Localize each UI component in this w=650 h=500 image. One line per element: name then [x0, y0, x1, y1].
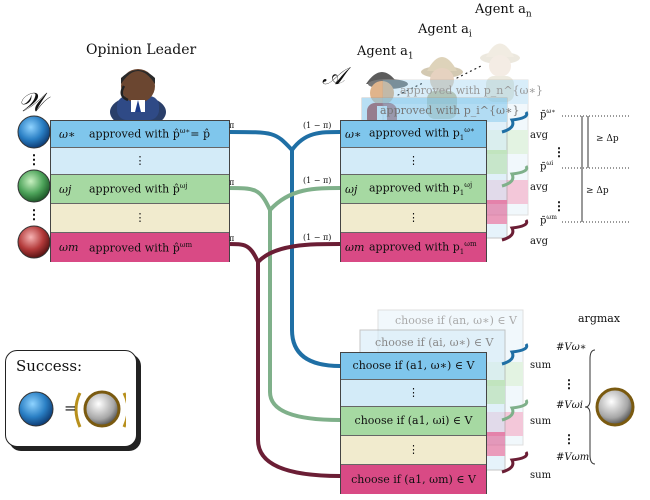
agent-row-m: ωm approved with p1ωm [341, 233, 486, 262]
p-bar-m: p̄ωm [540, 214, 557, 227]
choice-row-m: choose if (a1, ωm) ∈ V [341, 465, 486, 494]
avg-label-i: avg [530, 182, 549, 193]
trophy-globe-icon [595, 387, 635, 427]
delta-label-upper: ≥ Δp [596, 134, 619, 144]
count-label-m: #Vωm [556, 452, 590, 463]
choice-row-star: choose if (a1, ω∗) ∈ V [341, 353, 486, 380]
flow-maroon-down [256, 262, 341, 478]
choice-row-ellipsis-1: ⋮ [341, 380, 486, 407]
agent-ai-ghost-row: approved with p_i^{ω∗} [380, 104, 520, 117]
flow-maroon-top [227, 242, 341, 266]
one-minus-pi-label-star: (1 − π) [303, 121, 332, 130]
svg-text:⋮: ⋮ [28, 208, 41, 223]
choice-row-ellipsis-2: ⋮ [341, 436, 486, 465]
pi-label-j: π [229, 178, 235, 187]
flows [227, 130, 341, 478]
choice-an-ghost-row: choose if (an, ω∗) ∈ V [395, 314, 517, 327]
world-row-j: ωj approved with p̂ωj [51, 175, 229, 204]
count-label-star: #Vω∗ [556, 342, 587, 353]
world-row-ellipsis-1: ⋮ [51, 148, 229, 175]
success-trophy-icon [83, 390, 121, 428]
argmax-label: argmax [578, 312, 621, 325]
flow-blue-down [290, 150, 341, 368]
choice-a1-table: choose if (a1, ω∗) ∈ V ⋮ choose if (a1, … [340, 352, 487, 494]
avg-label-m: avg [530, 236, 549, 247]
world-row-star: ω∗ approved with p̂ω∗= p̂ [51, 121, 229, 148]
agent-a1-label: Agent a1 [357, 44, 414, 62]
flow-blue-top [227, 130, 341, 154]
svg-text:⋮: ⋮ [563, 377, 575, 391]
count-label-i: #Vωi [556, 400, 583, 411]
avg-brace-star [501, 111, 529, 134]
aggregation-marks: ⋮ ⋮ ⋮ ⋮ [501, 111, 635, 474]
agent-row-ellipsis-2: ⋮ [341, 204, 486, 233]
pi-label-star: π [229, 121, 235, 130]
world-globes: ⋮ ⋮ [17, 115, 51, 259]
world-row-ellipsis-2: ⋮ [51, 204, 229, 233]
one-minus-pi-label-j: (1 − π) [303, 176, 332, 185]
agent-row-star: ω∗ approved with p1ω∗ [341, 121, 486, 148]
agent-an-ghost-row: approved with p_n^{ω∗} [400, 84, 544, 97]
one-minus-pi-label-m: (1 − π) [303, 233, 332, 242]
p-bar-star: p̄ω∗ [540, 108, 556, 121]
p-bar-i: p̄ωi [540, 160, 554, 173]
success-equals: = [64, 399, 77, 417]
flow-green-top [227, 186, 341, 214]
globe-star-icon [17, 115, 51, 149]
pi-label-m: π [229, 234, 235, 243]
agent-set-label: 𝒜 [322, 62, 345, 90]
world-row-m: ωm approved with p̂ωm [51, 233, 229, 262]
agent-row-j: ωj approved with p1ωj [341, 175, 486, 204]
success-equation [18, 390, 126, 428]
agent-an-avatar [480, 43, 520, 102]
success-label: Success: [16, 357, 83, 375]
sum-brace-i [501, 399, 529, 422]
opinion-leader-label: Opinion Leader [86, 42, 197, 58]
sum-brace-star [501, 343, 529, 366]
world-table: ω∗ approved with p̂ω∗= p̂ ⋮ ωj approved … [50, 120, 230, 262]
avg-label-star: avg [530, 130, 549, 141]
agent-row-ellipsis-1: ⋮ [341, 148, 486, 175]
agent-a1-table: ω∗ approved with p1ω∗ ⋮ ωj approved with… [340, 120, 487, 262]
agent-an-label: Agent an [475, 2, 532, 20]
choice-ai-ghost-row: choose if (ai, ω∗) ∈ V [375, 336, 494, 349]
avg-brace-i [501, 165, 529, 188]
sum-label-i: sum [530, 416, 552, 427]
avg-brace-m [501, 219, 529, 242]
choice-row-i: choose if (a1, ωi) ∈ V [341, 407, 486, 436]
world-set-label: 𝒲 [18, 88, 46, 118]
svg-text:⋮: ⋮ [28, 153, 41, 168]
svg-text:⋮: ⋮ [553, 199, 565, 213]
globe-j-icon [17, 169, 51, 203]
svg-text:⋮: ⋮ [553, 145, 565, 159]
globe-m-icon [17, 225, 51, 259]
success-globe-icon [18, 391, 54, 427]
sum-label-star: sum [530, 360, 552, 371]
delta-label-lower: ≥ Δp [586, 186, 609, 196]
flow-green-down [268, 210, 341, 422]
agent-ai-label: Agent ai [418, 22, 472, 40]
svg-text:⋮: ⋮ [563, 432, 575, 446]
sum-brace-m [501, 451, 529, 474]
success-box: Success: = [5, 350, 137, 447]
sum-label-m: sum [530, 470, 552, 481]
